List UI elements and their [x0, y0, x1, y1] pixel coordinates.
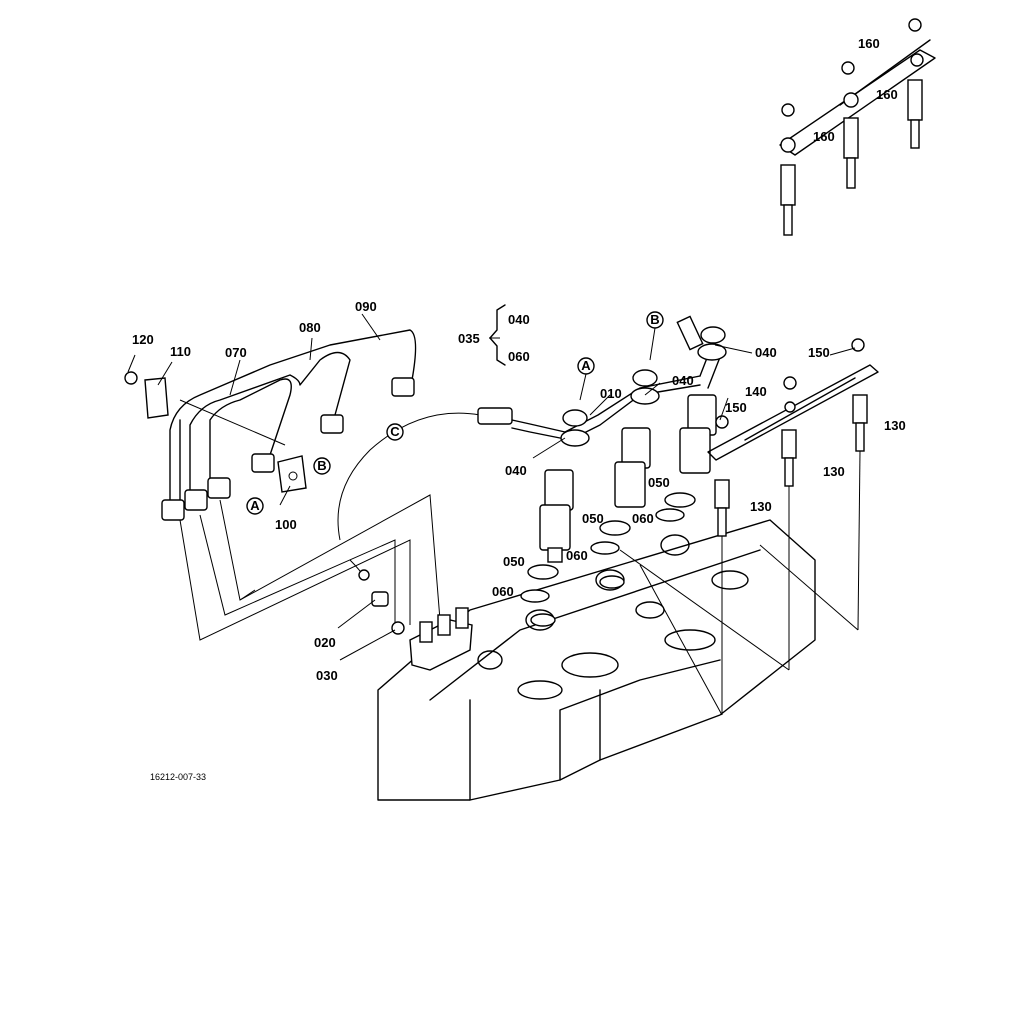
svg-text:C: C [390, 424, 400, 439]
callout-label: 040 [672, 373, 694, 388]
callout-label: 160 [876, 87, 898, 102]
callout-label: 130 [750, 499, 772, 514]
inset-plug-1 [780, 137, 796, 236]
svg-text:A: A [250, 498, 260, 513]
callout-label: 160 [813, 129, 835, 144]
diagram-code: 16212-007-33 [150, 772, 206, 782]
callout-label: 010 [600, 386, 622, 401]
callout-label: 150 [725, 400, 747, 415]
marker-c: C [386, 423, 404, 441]
callout-label: 050 [582, 511, 604, 526]
callout-label: 060 [632, 511, 654, 526]
callout-label: 060 [492, 584, 514, 599]
callout-label: 070 [225, 345, 247, 360]
callout-label: 110 [170, 344, 191, 359]
callout-label: 040 [755, 345, 777, 360]
callout-label: 060 [566, 548, 588, 563]
marker-b-nozzle: B [646, 311, 664, 329]
nozzle-holder-2 [590, 427, 651, 589]
pipe-clamp [124, 371, 307, 493]
callout-label: 035 [458, 331, 480, 346]
injection-pump [358, 569, 473, 671]
callout-label: 050 [503, 554, 525, 569]
callout-label: 090 [355, 299, 377, 314]
svg-text:B: B [317, 458, 326, 473]
callout-label: 050 [648, 475, 670, 490]
callout-label: 040 [505, 463, 527, 478]
marker-b: B [313, 457, 331, 475]
nozzle-holder-3 [655, 394, 717, 522]
callout-label: 140 [745, 384, 767, 399]
marker-a: A [246, 497, 264, 515]
leader-lines [127, 313, 856, 661]
nozzle-holder-1 [520, 469, 574, 627]
callout-label: 150 [808, 345, 830, 360]
inset-plug-2 [841, 61, 859, 189]
callout-label: 120 [132, 332, 154, 347]
callout-label: 080 [299, 320, 321, 335]
callout-label: 130 [823, 464, 845, 479]
group-bracket [489, 304, 506, 366]
callout-label: 160 [858, 36, 880, 51]
callout-label: 040 [508, 312, 530, 327]
overflow-pipe [337, 315, 727, 579]
glow-plugs [619, 338, 879, 716]
marker-a-nozzle: A [577, 357, 595, 375]
callout-label: 100 [275, 517, 297, 532]
svg-text:A: A [581, 358, 591, 373]
callout-label: 130 [884, 418, 906, 433]
nozzle-holders [520, 394, 717, 627]
callout-labels: 160 160 160 120 110 070 080 090 035 040 … [132, 36, 906, 683]
reference-markers: A B C A B [246, 311, 664, 515]
callout-label: 020 [314, 635, 336, 650]
callout-label: 030 [316, 668, 338, 683]
inset-plug-3 [907, 18, 924, 149]
callout-label: 060 [508, 349, 530, 364]
svg-text:B: B [650, 312, 659, 327]
injection-pipes [161, 329, 441, 641]
inset-glow-plug-assembly [779, 18, 936, 236]
